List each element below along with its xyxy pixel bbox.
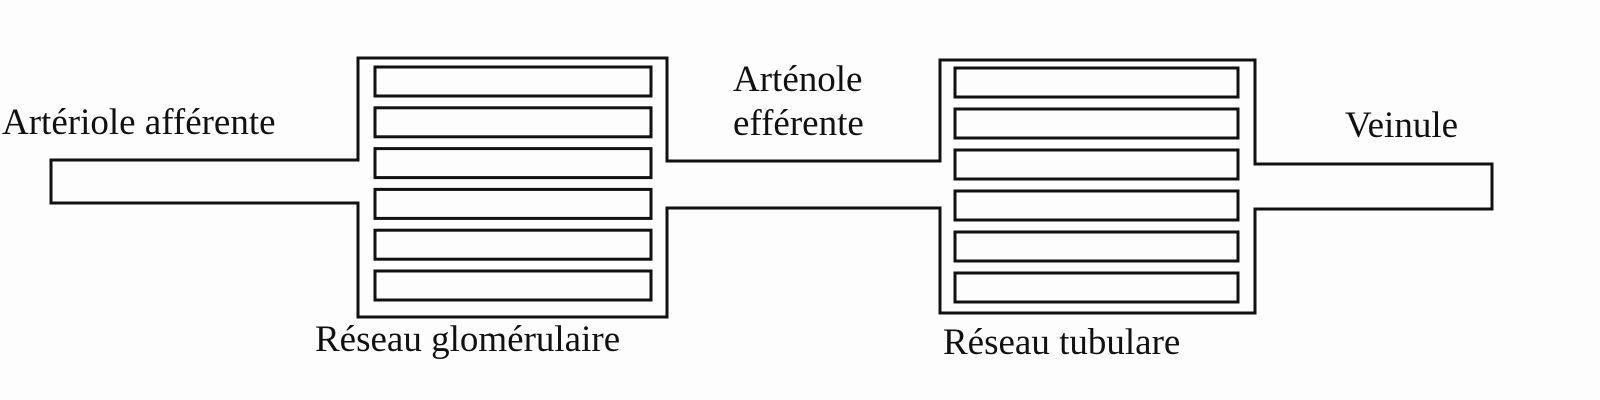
capillary-loop [953,148,1240,181]
capillary-loop [953,189,1240,222]
glomerular-capillaries [373,65,653,302]
capillary-loop [373,269,653,302]
capillary-loop [373,65,653,98]
vessel-outline [49,56,1494,319]
capillary-loop [373,228,653,261]
label-glomerular-network: Réseau glomérulaire [315,319,621,360]
capillary-loop [953,107,1240,140]
capillary-loop [373,106,653,139]
label-efferent-arteriole-line1: Arténole [733,59,863,100]
label-afferent-arteriole: Artériole afférente [2,102,276,143]
label-venule: Veinule [1345,105,1459,146]
capillary-loop [953,271,1240,304]
tubular-capillaries [953,66,1240,304]
label-tubular-network: Réseau tubulare [943,322,1181,363]
capillary-loop [953,66,1240,99]
capillary-loop [373,147,653,180]
capillary-loop [373,187,653,220]
label-efferent-arteriole-line2: efférente [733,103,864,144]
capillary-loop [953,230,1240,263]
